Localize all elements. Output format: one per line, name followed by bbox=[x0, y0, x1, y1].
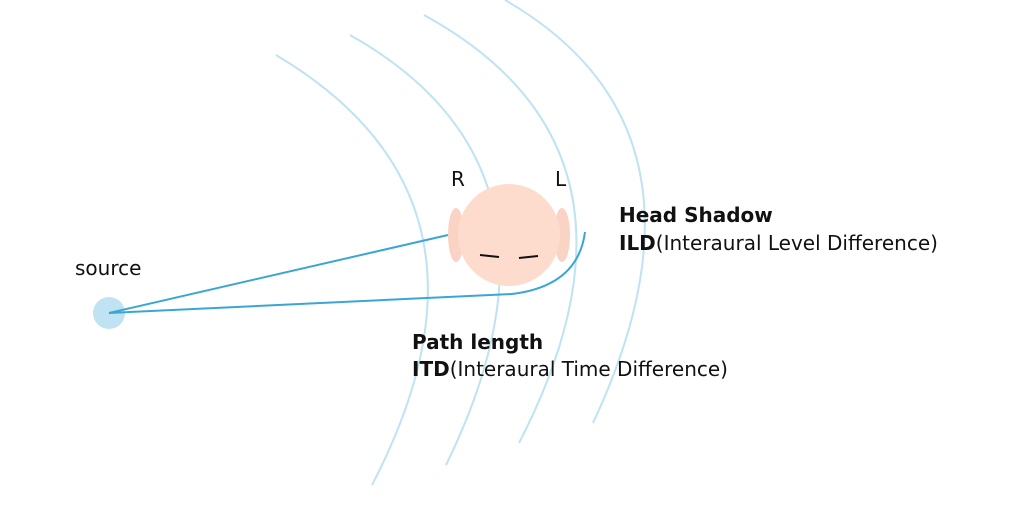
ild-description: (Interaural Level Difference) bbox=[655, 231, 938, 255]
itd-line: ITD(Interaural Time Difference) bbox=[412, 356, 728, 382]
left-ear-label: L bbox=[555, 167, 567, 191]
head-shadow-title: Head Shadow bbox=[619, 203, 773, 227]
path-length-title: Path length bbox=[412, 330, 544, 354]
ild-abbr: ILD bbox=[619, 231, 656, 255]
wave-arc-4 bbox=[504, 0, 646, 424]
source-label: source bbox=[75, 256, 142, 280]
right-ear-label: R bbox=[451, 167, 465, 191]
head-shape bbox=[458, 184, 560, 286]
path-around-head bbox=[511, 231, 586, 295]
ild-line: ILD(Interaural Level Difference) bbox=[619, 230, 938, 256]
path-to-left-ear bbox=[108, 293, 513, 314]
right-eye bbox=[479, 254, 500, 258]
left-eye bbox=[518, 255, 539, 259]
path-to-right-ear bbox=[108, 234, 449, 314]
itd-abbr: ITD bbox=[412, 357, 450, 381]
wave-arc-3 bbox=[423, 14, 578, 444]
itd-description: (Interaural Time Difference) bbox=[449, 357, 728, 381]
wave-arc-1 bbox=[275, 54, 429, 486]
